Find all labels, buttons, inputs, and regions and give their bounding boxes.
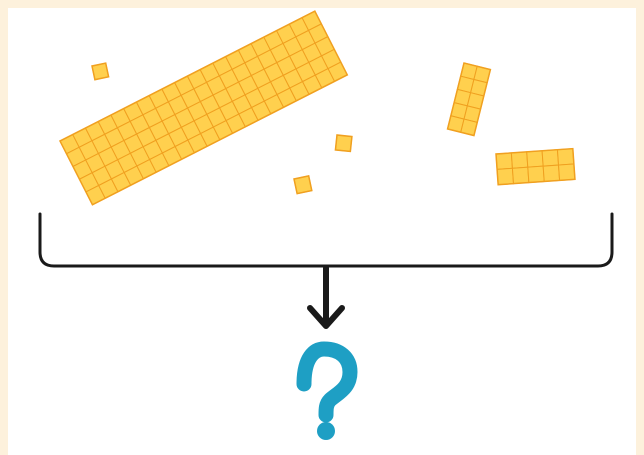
unit-cube-2 [335, 135, 351, 151]
blocks-group [60, 11, 575, 205]
unit-cube-3 [294, 176, 312, 194]
unit-cube-1 [92, 63, 109, 80]
large-flat-block [60, 11, 347, 205]
curly-bracket-icon [40, 214, 612, 266]
diagram-panel [8, 8, 636, 455]
down-arrow-icon [310, 268, 342, 326]
rod-block-horizontal [496, 149, 575, 185]
rod-block-vertical [448, 63, 491, 136]
question-mark-icon [304, 349, 350, 440]
diagram-canvas [8, 8, 636, 455]
